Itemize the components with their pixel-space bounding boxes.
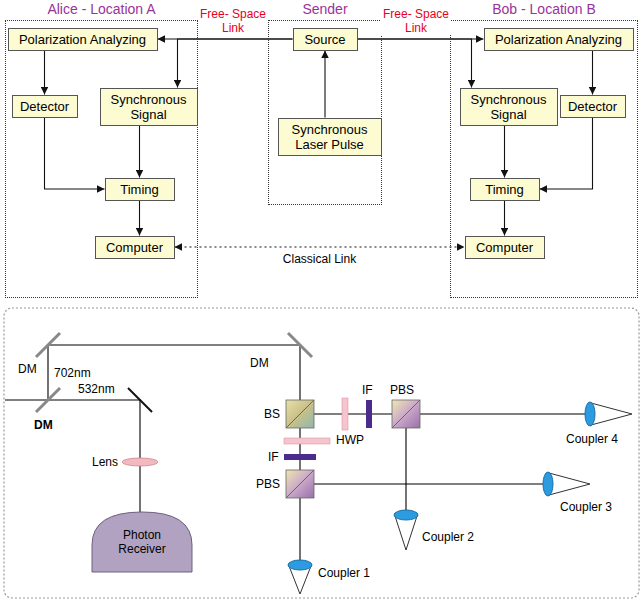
region-heading: Bob - Location B xyxy=(451,1,637,17)
box-label: Polarization Analyzing xyxy=(493,32,624,47)
location-region: Bob - Location BPolarization AnalyzingSy… xyxy=(450,20,638,298)
box-label: Detector xyxy=(18,99,71,114)
box-label: Polarization Analyzing xyxy=(17,32,148,47)
computer-box: Computer xyxy=(465,236,545,259)
beam-paths xyxy=(5,345,585,560)
box-label: Computer xyxy=(474,240,535,255)
component-label: BS xyxy=(264,407,280,421)
mirror-label: DM xyxy=(250,356,269,370)
component-label: IF xyxy=(268,450,279,464)
signal-arrow xyxy=(139,126,140,178)
sync-signal-box: Synchronous Signal xyxy=(100,88,198,126)
component-label: PBS xyxy=(256,477,280,491)
computer-box: Computer xyxy=(95,236,175,259)
sync-signal-box: Synchronous Signal xyxy=(460,88,558,126)
box-label: Timing xyxy=(483,182,526,197)
detector-box: Detector xyxy=(12,95,78,118)
box-label: Timing xyxy=(118,182,161,197)
mirror xyxy=(128,388,152,412)
dichroic-mirrors xyxy=(36,333,312,412)
box-label: Synchronous Laser Pulse xyxy=(279,122,381,152)
component-label: PBS xyxy=(390,383,414,397)
source-box: Source xyxy=(293,28,358,51)
wavelength-label: 532nm xyxy=(78,382,115,396)
component-label: HWP xyxy=(336,433,364,447)
signal-arrow xyxy=(44,51,45,95)
wavelength-label: 702nm xyxy=(54,366,91,380)
region-heading: Sender xyxy=(269,1,381,17)
signal-arrow xyxy=(592,51,593,95)
mirror-label: DM xyxy=(18,362,37,376)
fiber-coupler xyxy=(288,402,632,594)
box-label: Synchronous Signal xyxy=(461,92,557,122)
coupler-label: Coupler 1 xyxy=(318,566,370,580)
detector-label: Photon Receiver xyxy=(104,528,180,556)
signal-arrow xyxy=(540,118,593,190)
box-label: Source xyxy=(302,32,347,47)
signal-arrow xyxy=(504,201,505,236)
detector-box: Detector xyxy=(560,95,626,118)
box-label: Computer xyxy=(104,240,165,255)
coupler-label: Coupler 2 xyxy=(422,530,474,544)
component-label: IF xyxy=(362,383,373,397)
free-space-label: Free- Space Link xyxy=(198,7,268,35)
free-space-label: Free- Space Link xyxy=(381,7,451,35)
signal-arrow xyxy=(178,39,293,88)
signal-arrow xyxy=(139,201,140,236)
component-label: Lens xyxy=(92,455,118,469)
location-region: Alice - Location APolarization Analyzing… xyxy=(5,20,198,298)
photon-receiver xyxy=(92,512,192,572)
signal-arrow xyxy=(504,126,505,178)
polarization-box: Polarization Analyzing xyxy=(484,28,634,51)
coupler-label: Coupler 3 xyxy=(560,500,612,514)
coupler-label: Coupler 4 xyxy=(566,432,618,446)
beam-splitter xyxy=(286,400,314,428)
signal-arrow xyxy=(324,51,325,118)
sender-region: SenderSourceSynchronous Laser Pulse xyxy=(268,20,382,205)
interference-filter xyxy=(284,400,372,460)
mirror-label: DM xyxy=(34,418,53,432)
signal-arrow xyxy=(45,118,105,190)
box-label: Detector xyxy=(566,99,619,114)
polarizing-beam-splitter xyxy=(286,400,420,498)
region-heading: Alice - Location A xyxy=(6,1,197,17)
timing-box: Timing xyxy=(470,178,540,201)
half-wave-plate xyxy=(284,398,348,444)
lens xyxy=(122,458,158,466)
timing-box: Timing xyxy=(105,178,175,201)
signal-arrow xyxy=(358,39,472,88)
classical-link xyxy=(175,246,465,247)
polarization-box: Polarization Analyzing xyxy=(8,28,158,51)
box-label: Synchronous Signal xyxy=(101,92,197,122)
laser-pulse-box: Synchronous Laser Pulse xyxy=(278,118,382,156)
setup-panel xyxy=(4,308,639,598)
link-label: Classical Link xyxy=(282,252,357,266)
